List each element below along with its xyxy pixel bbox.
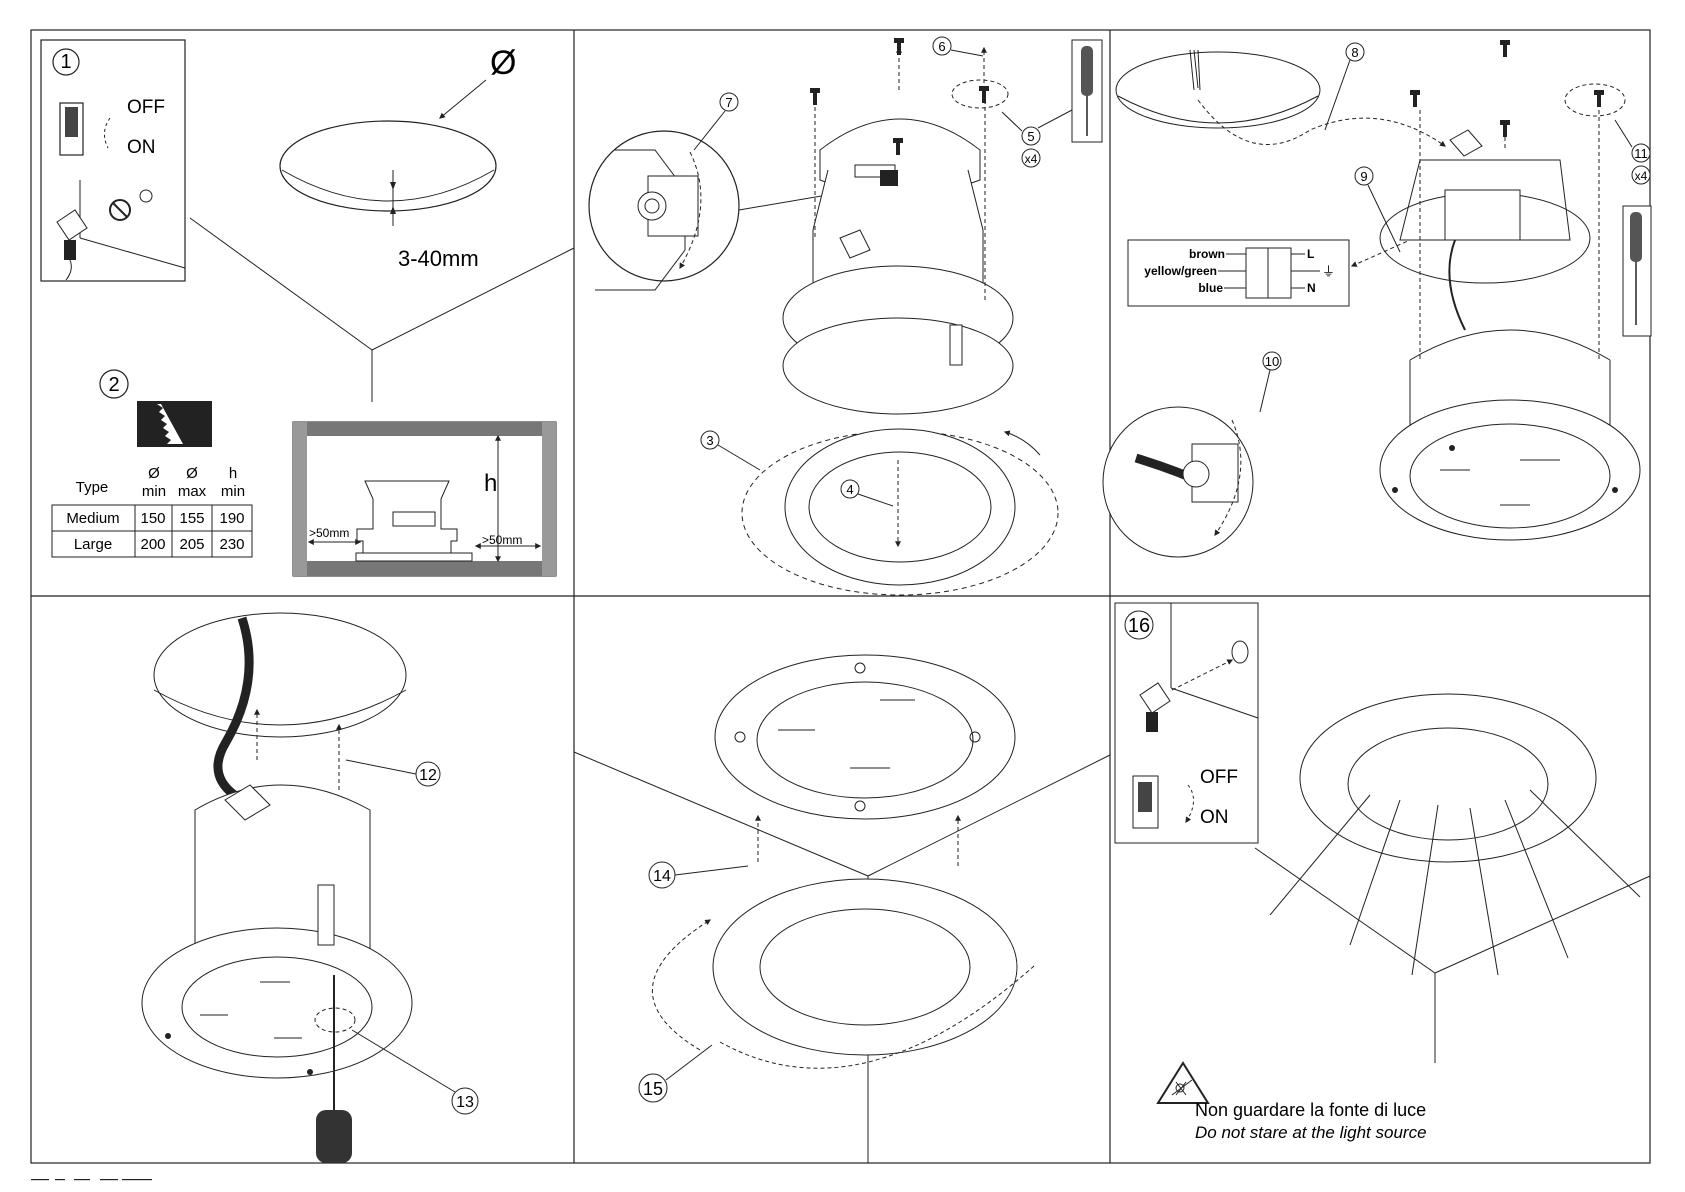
panel-2: 3 4 5 x4 6 7 [589, 37, 1102, 595]
wire-label-brown: brown [1189, 247, 1225, 261]
switch-off-label: OFF [1200, 767, 1238, 788]
panel-5: 14 15 [574, 655, 1110, 1163]
callout-8: 8 [1325, 43, 1364, 130]
diameter-symbol: Ø [490, 44, 516, 82]
table-cell: 200 [140, 536, 165, 553]
panel-6: 16 OFF ON [1115, 603, 1650, 1142]
table-header: Ø [186, 465, 198, 482]
callout-10: 10 [1260, 352, 1281, 412]
svg-text:12: 12 [419, 767, 437, 784]
trim-ring [715, 655, 1015, 819]
step-number: 16 [1128, 615, 1150, 637]
panel-3: brown yellow/green blue L ⏚ N [1103, 40, 1651, 557]
table-cell: 190 [219, 510, 244, 527]
wire-label-yellow-green: yellow/green [1144, 264, 1217, 278]
cover-ring [652, 879, 1034, 1068]
table-cell: 150 [140, 510, 165, 527]
table-header: h [229, 465, 237, 482]
panel-1: 1 OFF ON [41, 40, 574, 576]
svg-text:3: 3 [706, 433, 713, 448]
ceiling-cutout [1116, 50, 1445, 146]
cable-gland-detail [1103, 407, 1253, 557]
installed-downlight [1255, 694, 1650, 1063]
downlight-housing [783, 119, 1013, 414]
wall-switch-icon [60, 103, 83, 155]
hole-saw-icon [137, 401, 212, 447]
wire-label-blue: blue [1198, 281, 1223, 295]
warning-notice: Non guardare la fonte di luce Do not sta… [1158, 1063, 1427, 1142]
callout-12: 12 [346, 760, 440, 786]
downlight-housing [1380, 330, 1640, 540]
svg-text:8: 8 [1351, 45, 1358, 60]
svg-text:13: 13 [456, 1094, 474, 1111]
min-height-label: h [484, 470, 497, 497]
ceiling-cutout [154, 613, 406, 800]
svg-text:7: 7 [725, 95, 732, 110]
warning-text-en: Do not stare at the light source [1195, 1123, 1427, 1142]
table-header-sub: min [142, 483, 166, 500]
downlight-housing [142, 785, 412, 1078]
table-cell: 205 [179, 536, 204, 553]
screw-icon [1410, 40, 1604, 137]
table-cell: Medium [66, 510, 119, 527]
callout-5: 5 x4 [1002, 112, 1040, 167]
svg-text:10: 10 [1265, 354, 1279, 369]
socket-icon [1232, 641, 1248, 663]
wall-switch-icon [1133, 776, 1158, 828]
driver-box [1380, 130, 1590, 330]
power-on-inset: 16 OFF ON [1115, 603, 1258, 843]
switch-on-label: ON [127, 137, 156, 158]
svg-text:15: 15 [643, 1079, 663, 1099]
table-header-sub: max [178, 483, 207, 500]
ceiling-section-diagram: h >50mm >50mm [293, 422, 556, 576]
wiring-diagram: brown yellow/green blue L ⏚ N [1128, 240, 1410, 306]
step-number: 2 [108, 374, 119, 396]
svg-text:14: 14 [653, 868, 671, 885]
ceiling-thickness-label: 3-40mm [398, 246, 479, 271]
clearance-right-label: >50mm [482, 533, 522, 547]
svg-text:9: 9 [1360, 169, 1367, 184]
power-off-inset: 1 OFF ON [41, 40, 185, 281]
callout-14: 14 [649, 862, 748, 888]
table-header: Ø [148, 465, 160, 482]
earth-icon: ⏚ [1322, 264, 1335, 279]
svg-text:4: 4 [846, 482, 853, 497]
callout-7: 7 [694, 93, 738, 150]
callout-6: 6 [933, 37, 983, 56]
terminal-label-l: L [1307, 247, 1314, 261]
dimension-table: Type Ø min Ø max h min Medium 150 155 19… [52, 465, 252, 557]
svg-text:11: 11 [1634, 146, 1648, 161]
table-cell: 230 [219, 536, 244, 553]
trim-ring [742, 429, 1058, 595]
clearance-left-label: >50mm [309, 526, 349, 540]
warning-text-it: Non guardare la fonte di luce [1195, 1100, 1426, 1120]
callout-9: 9 [1355, 167, 1400, 252]
svg-text:6: 6 [938, 39, 945, 54]
ceiling-cutout: 3-40mm Ø [190, 44, 574, 402]
svg-text:5: 5 [1027, 129, 1034, 144]
screwdriver-icon [1623, 206, 1651, 336]
panel-4: 12 13 [142, 613, 478, 1163]
screwdriver-icon [1038, 40, 1102, 142]
footer-marks [31, 1179, 152, 1180]
table-header: Type [76, 479, 109, 496]
switch-on-label: ON [1200, 807, 1229, 828]
step-number: 1 [60, 51, 71, 73]
terminal-label-n: N [1307, 281, 1316, 295]
multiplier-label: x4 [1635, 169, 1648, 183]
table-header-sub: min [221, 483, 245, 500]
callout-15: 15 [639, 1045, 712, 1102]
table-cell: 155 [179, 510, 204, 527]
table-cell: Large [74, 536, 112, 553]
callout-3: 3 [701, 431, 760, 470]
callout-11: 11 x4 [1615, 120, 1650, 184]
warning-triangle-icon [1158, 1063, 1208, 1103]
switch-off-label: OFF [127, 97, 165, 118]
multiplier-label: x4 [1025, 152, 1038, 166]
